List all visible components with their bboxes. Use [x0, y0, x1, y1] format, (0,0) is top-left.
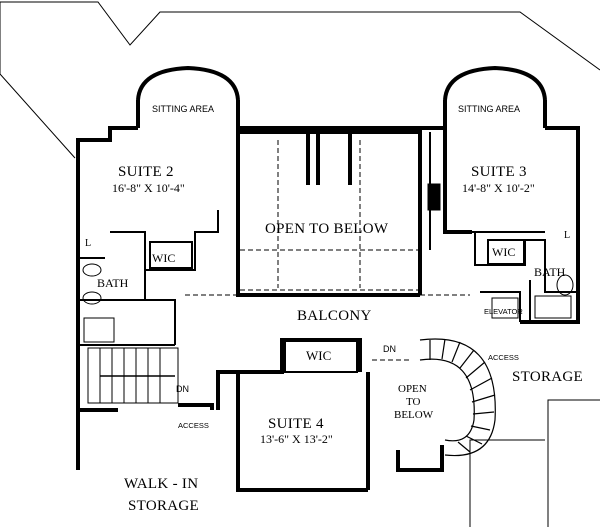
- exterior-walls: [76, 65, 580, 492]
- fixtures: [82, 183, 574, 343]
- suite-3-name: SUITE 3: [471, 164, 527, 180]
- straight-stair: [87, 347, 179, 404]
- storage-label: STORAGE: [512, 369, 583, 385]
- open-small-line1: OPEN: [398, 383, 427, 395]
- sitting-area-right-label: SITTING AREA: [458, 104, 520, 114]
- open-small-line3: BELOW: [394, 409, 434, 421]
- linen-right-label: L: [564, 230, 570, 241]
- open-to-below-label: OPEN TO BELOW: [265, 221, 389, 237]
- walk-in-label-line1: WALK - IN: [124, 476, 198, 492]
- elevator-label: ELEVATOR: [484, 307, 523, 316]
- bath-left-label: BATH: [97, 276, 129, 290]
- balcony-label: BALCONY: [297, 308, 372, 324]
- spiral-stair: [419, 338, 496, 457]
- open-small-line2: TO: [406, 396, 421, 408]
- wic-left-label: WIC: [152, 251, 175, 265]
- wic-center-label: WIC: [306, 348, 331, 363]
- suite-2-dims: 16'-8" X 10'-4": [112, 181, 185, 195]
- linen-left-label: L: [85, 238, 91, 249]
- suite-2-name: SUITE 2: [118, 164, 174, 180]
- dn-center-label: DN: [383, 344, 396, 354]
- interior-walls: [80, 132, 578, 373]
- access-left-label: ACCESS: [178, 421, 209, 430]
- suite-3-dims: 14'-8" X 10'-2": [462, 181, 535, 195]
- dashed-lines: [185, 140, 470, 440]
- access-right-label: ACCESS: [488, 353, 519, 362]
- suite-4-name: SUITE 4: [268, 416, 324, 432]
- suite-4-dims: 13'-6" X 13'-2": [260, 432, 333, 446]
- dn-left-label: DN: [176, 384, 189, 394]
- bath-right-label: BATH: [534, 265, 566, 279]
- walk-in-label-line2: STORAGE: [128, 498, 199, 514]
- sitting-area-left-label: SITTING AREA: [152, 104, 214, 114]
- wic-right-label: WIC: [492, 245, 515, 259]
